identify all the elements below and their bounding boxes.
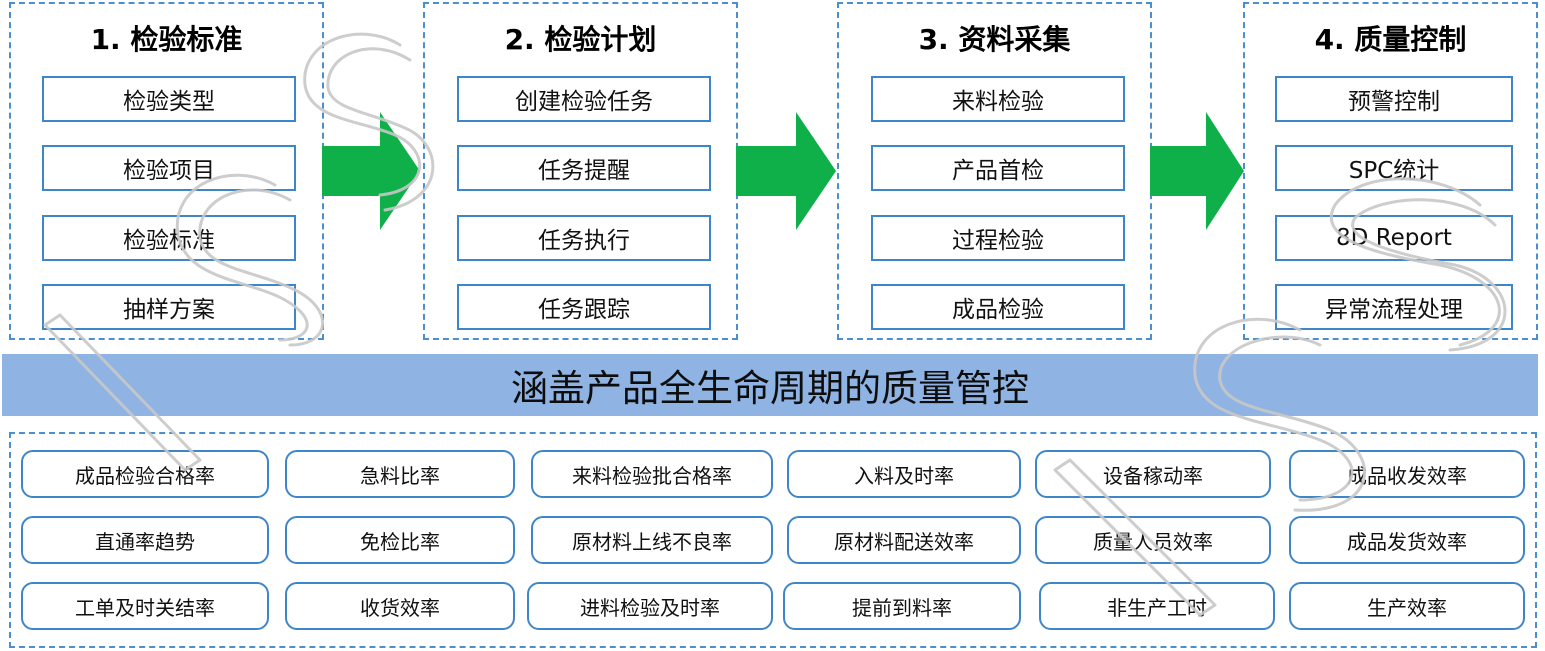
step-box[interactable]: 创建检验任务 [457,76,711,122]
kpi-item[interactable]: 设备稼动率 [1035,450,1271,498]
kpi-panel: 成品检验合格率 急料比率 来料检验批合格率 入料及时率 设备稼动率 成品收发效率… [9,432,1537,648]
step-box[interactable]: 任务提醒 [457,145,711,191]
kpi-item[interactable]: 急料比率 [285,450,515,498]
group-title: 1. 检验标准 [90,23,243,56]
kpi-item[interactable]: 直通率趋势 [21,516,269,564]
step-box[interactable]: 检验类型 [42,76,296,122]
kpi-item[interactable]: 原材料配送效率 [787,516,1021,564]
step-box[interactable]: 检验项目 [42,145,296,191]
kpi-item[interactable]: 生产效率 [1289,582,1525,630]
group-inspection-plan: 2. 检验计划 创建检验任务 任务提醒 任务执行 任务跟踪 [423,2,738,340]
step-box[interactable]: 异常流程处理 [1275,284,1513,330]
kpi-item[interactable]: 工单及时关结率 [21,582,269,630]
group-inspection-standard: 1. 检验标准 检验类型 检验项目 检验标准 抽样方案 [9,2,324,340]
kpi-item[interactable]: 收货效率 [285,582,515,630]
kpi-item[interactable]: 原材料上线不良率 [531,516,773,564]
right-arrow-icon [1150,112,1244,230]
step-box[interactable]: 过程检验 [871,215,1125,261]
step-box[interactable]: 抽样方案 [42,284,296,330]
step-box[interactable]: 任务跟踪 [457,284,711,330]
step-box[interactable]: 来料检验 [871,76,1125,122]
group-data-collection: 3. 资料采集 来料检验 产品首检 过程检验 成品检验 [837,2,1152,340]
kpi-item[interactable]: 来料检验批合格率 [531,450,773,498]
group-title: 3. 资料采集 [918,23,1071,56]
kpi-item[interactable]: 提前到料率 [783,582,1021,630]
kpi-item[interactable]: 入料及时率 [787,450,1021,498]
step-box[interactable]: 8D Report [1275,215,1513,261]
step-box[interactable]: SPC统计 [1275,145,1513,191]
step-box[interactable]: 检验标准 [42,215,296,261]
step-box[interactable]: 成品检验 [871,284,1125,330]
group-title: 2. 检验计划 [504,23,657,56]
step-box[interactable]: 预警控制 [1275,76,1513,122]
right-arrow-icon [736,112,836,230]
kpi-item[interactable]: 成品检验合格率 [21,450,269,498]
right-arrow-icon [322,112,420,230]
lifecycle-banner: 涵盖产品全生命周期的质量管控 [2,354,1538,416]
kpi-item[interactable]: 非生产工时 [1039,582,1275,630]
step-box[interactable]: 任务执行 [457,215,711,261]
kpi-item[interactable]: 成品收发效率 [1289,450,1525,498]
kpi-item[interactable]: 成品发货效率 [1289,516,1525,564]
kpi-item[interactable]: 免检比率 [285,516,515,564]
kpi-item[interactable]: 质量人员效率 [1035,516,1271,564]
kpi-item[interactable]: 进料检验及时率 [527,582,773,630]
group-quality-control: 4. 质量控制 预警控制 SPC统计 8D Report 异常流程处理 [1243,2,1538,340]
group-title: 4. 质量控制 [1314,23,1467,56]
step-box[interactable]: 产品首检 [871,145,1125,191]
